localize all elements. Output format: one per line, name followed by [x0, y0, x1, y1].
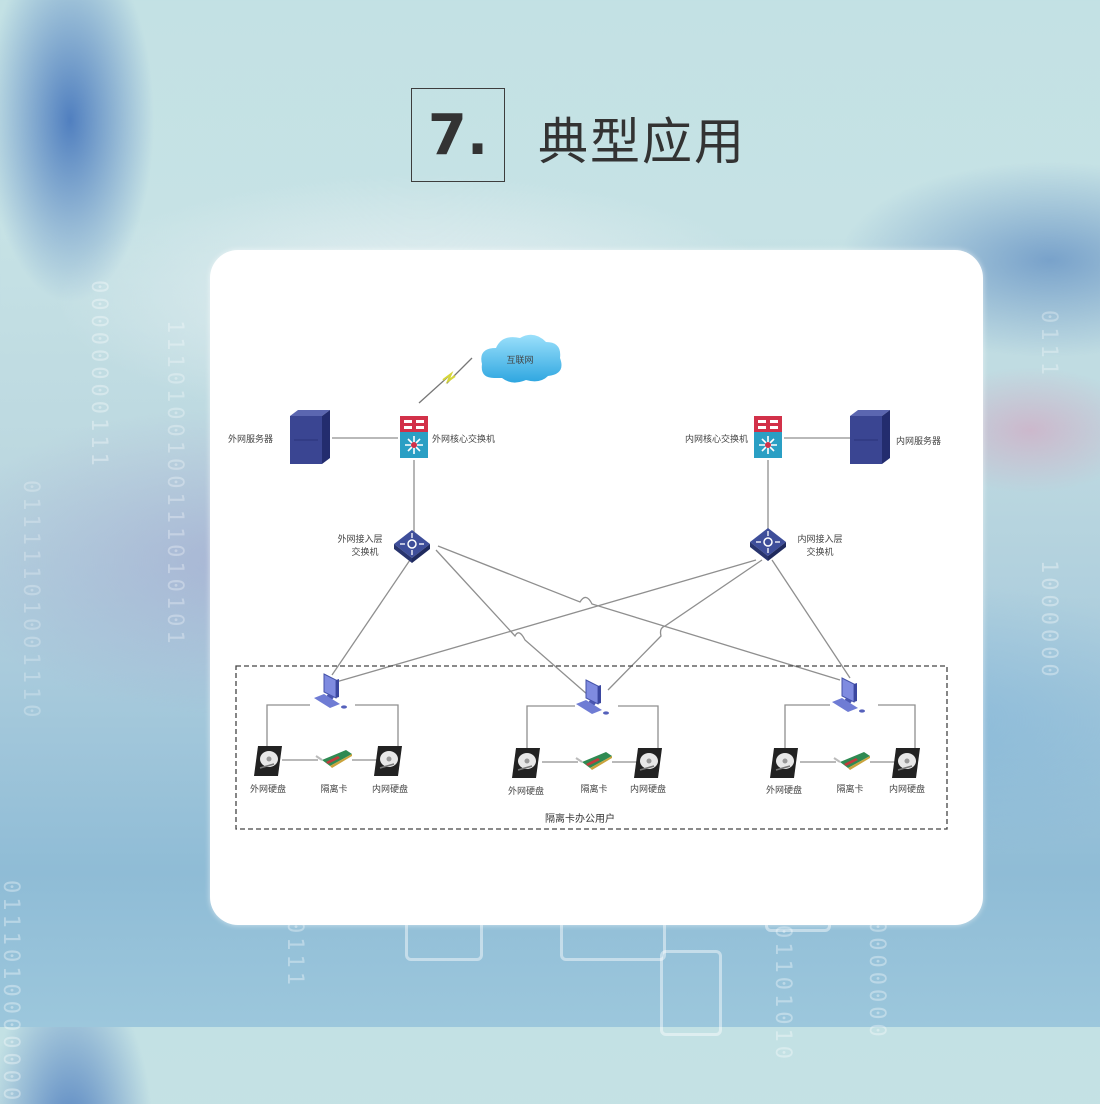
- pc-icon: [313, 673, 348, 710]
- section-number: 7.: [411, 88, 505, 182]
- internal-disk-icon: [373, 745, 403, 777]
- isolation-card-label: 隔离卡: [580, 783, 607, 795]
- internal-disk-icon: [891, 747, 921, 779]
- external-disk-label: 外网硬盘: [250, 783, 286, 795]
- link-int-access-pc2: [607, 559, 763, 691]
- link-int-access-pc3: [771, 559, 851, 679]
- binary-decoration: 0111: [1036, 310, 1061, 379]
- binary-decoration: 0111010000000: [0, 880, 23, 1104]
- internal-access-switch-label: 交换机: [806, 546, 833, 558]
- binary-decoration: 01111101001110: [18, 480, 43, 722]
- external-access-switch-label: 外网接入层: [337, 533, 382, 545]
- isolation-card-icon: [575, 751, 613, 771]
- user-group-boundary: [235, 665, 948, 830]
- internal-disk-icon: [633, 747, 663, 779]
- link-ext-access-pc1: [331, 559, 411, 676]
- location-icon-decoration: [660, 950, 722, 1036]
- internal-server-icon: [849, 409, 891, 465]
- link-internet-wireless: [418, 357, 473, 404]
- external-core-switch-label: 外网核心交换机: [432, 433, 495, 445]
- network-links: [331, 357, 851, 696]
- pc-icon: [575, 679, 610, 716]
- isolation-card-icon: [833, 751, 871, 771]
- internal-access-switch-icon: [749, 527, 787, 562]
- external-disk-label: 外网硬盘: [508, 785, 544, 797]
- external-core-switch-icon: [399, 415, 429, 459]
- link-int-access-pc1: [335, 559, 757, 683]
- internal-access-switch-label: 内网接入层: [797, 533, 842, 545]
- binary-decoration: 01101010: [770, 925, 795, 1063]
- isolation-card-label: 隔离卡: [836, 783, 863, 795]
- binary-decoration: 0111: [282, 920, 307, 989]
- external-server-label: 外网服务器: [228, 433, 273, 445]
- internal-disk-label: 内网硬盘: [372, 783, 408, 795]
- binary-decoration: 1110100100111010101: [162, 320, 187, 648]
- link-ext-access-pc2: [435, 549, 589, 696]
- binary-decoration: 0000000: [864, 920, 889, 1041]
- link-ext-access-pc3: [437, 545, 841, 681]
- external-disk-icon: [511, 747, 541, 779]
- external-access-switch-label: 交换机: [351, 546, 378, 558]
- workstation-2: 外网硬盘 隔离卡 内网硬盘: [508, 679, 666, 797]
- binary-decoration: 1000000: [1036, 560, 1061, 681]
- workstation-1: 外网硬盘 隔离卡 内网硬盘: [250, 673, 408, 795]
- internet-cloud-icon: 互联网: [481, 334, 562, 383]
- external-server-icon: [289, 409, 331, 465]
- internal-disk-label: 内网硬盘: [630, 783, 666, 795]
- user-group-label: 隔离卡办公用户: [545, 812, 615, 825]
- isolation-card-label: 隔离卡: [320, 783, 347, 795]
- network-diagram: 隔离卡办公用户 互联网 外网服务器 外网核心交换机 外网接入层 交换机 内网核心…: [228, 334, 948, 830]
- internet-label: 互联网: [506, 355, 533, 366]
- pc-icon: [831, 677, 866, 714]
- isolation-card-icon: [315, 749, 353, 769]
- internal-core-switch-label: 内网核心交换机: [685, 433, 748, 445]
- internal-disk-label: 内网硬盘: [889, 783, 925, 795]
- binary-decoration: 00000000111: [86, 280, 111, 470]
- section-title: 典型应用: [538, 113, 746, 171]
- internal-core-switch-icon: [753, 415, 783, 459]
- external-disk-icon: [769, 747, 799, 779]
- workstation-3: 外网硬盘 隔离卡 内网硬盘: [766, 677, 925, 796]
- external-access-switch-icon: [393, 529, 431, 564]
- lightning-icon: [442, 370, 456, 384]
- external-disk-label: 外网硬盘: [766, 784, 802, 796]
- section-header: 7. 典型应用: [0, 86, 1100, 186]
- internal-server-label: 内网服务器: [896, 435, 941, 447]
- diagram-card: 隔离卡办公用户 互联网 外网服务器 外网核心交换机 外网接入层 交换机 内网核心…: [210, 250, 983, 925]
- external-disk-icon: [253, 745, 283, 777]
